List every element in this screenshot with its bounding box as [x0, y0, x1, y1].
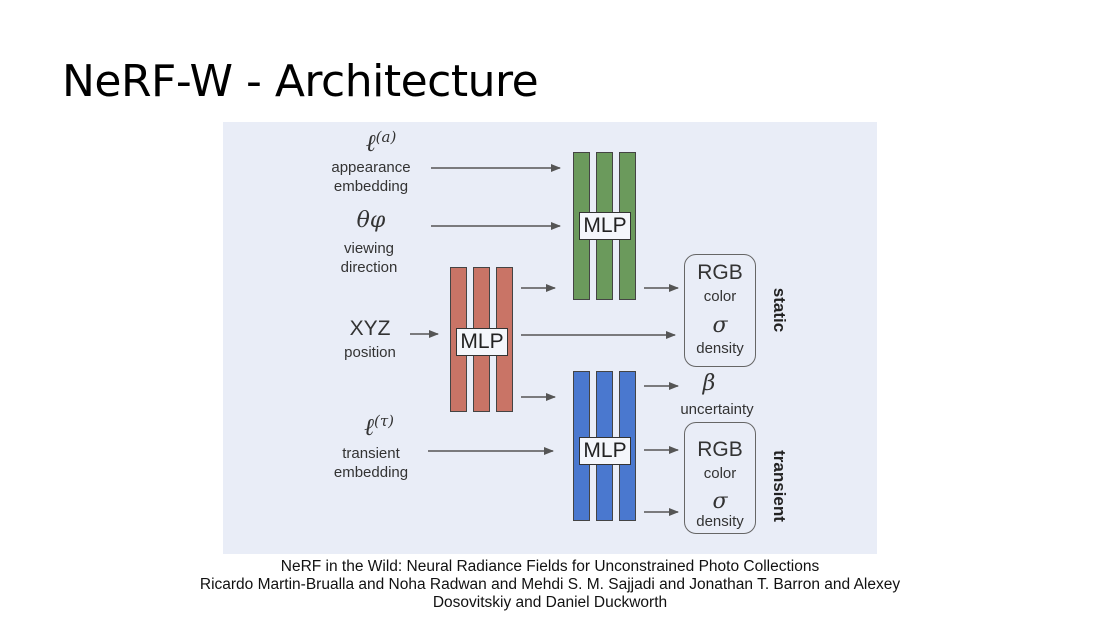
uncertainty-label: uncertainty: [680, 401, 754, 418]
arrows-layer: [410, 164, 679, 516]
base-mlp-label: MLP: [456, 328, 508, 356]
xyz-symbol: XYZ: [349, 317, 391, 340]
transient-rgb-label: RGB: [697, 438, 743, 461]
viewing-direction-label: viewing direction: [340, 240, 398, 276]
static-density-label: density: [696, 340, 744, 357]
caption-authors-line1: Ricardo Martin-Brualla and Noha Radwan a…: [199, 576, 901, 593]
transient-color-label: color: [703, 465, 737, 482]
uncertainty-symbol: β: [702, 371, 716, 396]
transient-sigma-symbol: σ: [712, 489, 728, 514]
transient-output-group: [684, 422, 756, 534]
position-label: position: [344, 344, 396, 361]
architecture-diagram: ℓ(a) appearance embedding θφ viewing dir…: [223, 122, 877, 554]
static-color-label: color: [703, 288, 737, 305]
transient-embedding-label: transient embedding: [333, 445, 409, 481]
static-sigma-symbol: σ: [712, 313, 728, 338]
caption-authors-line2: Dosovitskiy and Daniel Duckworth: [432, 594, 668, 611]
static-group-label: static: [770, 287, 789, 333]
static-rgb-label: RGB: [697, 261, 743, 284]
appearance-symbol: ℓ(a): [365, 128, 397, 157]
appearance-embedding-label: appearance embedding: [331, 159, 411, 195]
static-mlp-label: MLP: [579, 212, 631, 240]
viewing-direction-symbol: θφ: [356, 208, 386, 233]
static-output-group: [684, 254, 756, 367]
slide-title: NeRF-W - Architecture: [62, 56, 539, 107]
transient-symbol: ℓ(τ): [363, 412, 394, 441]
caption-title: NeRF in the Wild: Neural Radiance Fields…: [280, 558, 820, 575]
transient-group-label: transient: [770, 450, 789, 522]
transient-mlp-label: MLP: [579, 437, 631, 465]
transient-density-label: density: [696, 513, 744, 530]
